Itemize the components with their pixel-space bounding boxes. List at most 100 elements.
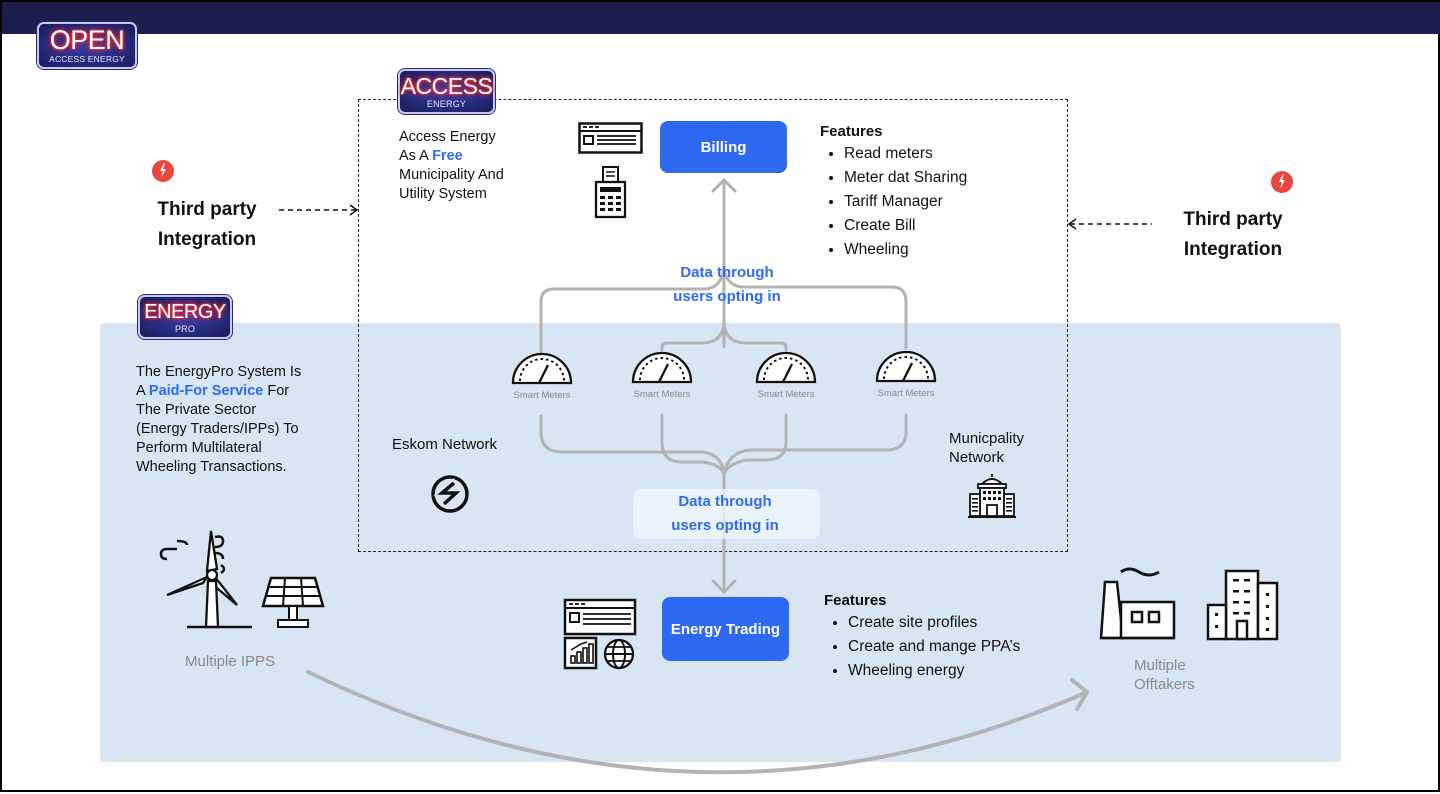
feature-item: Create and mange PPA’s (848, 635, 1064, 659)
logo-open-subtext: ACCESS ENERGY (49, 54, 125, 64)
smart-meter-label: Smart Meters (757, 389, 815, 400)
billing-button[interactable]: Billing (660, 121, 787, 173)
gauge-icon (511, 352, 573, 385)
feature-item: Wheeling energy (848, 659, 1064, 683)
offtakers-label-line: Multiple (1134, 657, 1186, 674)
third-party-right-arrowhead (1067, 218, 1077, 230)
access-energy-logo[interactable]: ACCESS ENERGY (398, 69, 495, 114)
open-access-energy-logo[interactable]: OPEN ACCESS ENERGY (37, 22, 137, 69)
desc-text: For (263, 383, 290, 399)
energy-trading-button[interactable]: Energy Trading (662, 597, 789, 661)
receipt-terminal-icon (594, 166, 627, 219)
feature-item: Read meters (844, 142, 1020, 166)
trading-features-title: Features (824, 592, 887, 609)
flow-label-line: users opting in (673, 288, 781, 305)
third-party-left-arrowhead (349, 204, 359, 216)
connector-meter-1-top (539, 268, 726, 354)
third-party-integration-left: Third party Integration (132, 195, 282, 255)
access-energy-boundary (358, 99, 1068, 552)
desc-line: The EnergyPro System Is (136, 364, 302, 380)
flow-label-line: Data through (678, 493, 772, 510)
third-party-line2: Integration (157, 229, 257, 250)
smart-meter-label: Smart Meters (633, 389, 691, 400)
connector-meter-1-bottom (539, 414, 726, 476)
desc-text: As A (399, 148, 433, 164)
desc-line: (Energy Traders/IPPs) To (136, 421, 299, 437)
logo-access-subtext: ENERGY (426, 99, 467, 109)
municipality-label-line: Municpality (949, 430, 1025, 447)
trading-features-list: Create site profiles Create and mange PP… (824, 611, 1064, 683)
flow-label-bottom: Data through users opting in (640, 490, 810, 538)
connector-meter-3-bottom (722, 413, 788, 476)
eskom-network-label: Eskom Network (392, 436, 498, 453)
desc-line: Access Energy (399, 129, 496, 145)
smart-meter-label: Smart Meters (877, 388, 935, 399)
municipality-label-line: Network (949, 449, 1005, 466)
trading-arrow-head (711, 579, 737, 595)
logo-energy-text: ENERGY (144, 301, 226, 323)
connector-meter-4-bottom (722, 413, 908, 476)
flow-label-bottom-box (633, 489, 820, 539)
energy-pro-logo[interactable]: ENERGY PRO (138, 295, 232, 339)
flow-label-line: Data through (680, 264, 774, 281)
feature-item: Create site profiles (848, 611, 1064, 635)
smart-meter-4[interactable]: Smart Meters (866, 349, 946, 399)
ipps-to-offtakers-arrow (306, 670, 1089, 775)
paid-for-service-highlight: Paid-For Service (148, 383, 264, 399)
feature-item: Meter dat Sharing (844, 166, 1020, 190)
logo-access-text: ACCESS (400, 73, 493, 99)
feature-item: Tariff Manager (844, 190, 1020, 214)
smart-meter-3[interactable]: Smart Meters (746, 350, 826, 400)
office-building-icon (1206, 569, 1279, 641)
desc-line: Perform Multilateral (136, 440, 262, 456)
access-energy-description: Access Energy As A Free Municipality And… (399, 128, 549, 204)
header-bar (2, 2, 1440, 34)
eskom-logo-icon (431, 475, 469, 513)
municipality-building-icon (968, 474, 1016, 518)
smart-meter-label: Smart Meters (513, 390, 571, 401)
ipps-to-offtakers-arrowhead (1070, 678, 1089, 711)
billing-features-list: Read meters Meter dat Sharing Tariff Man… (820, 142, 1020, 262)
multiple-ipps-label: Multiple IPPS (185, 653, 276, 670)
desc-line: Wheeling Transactions. (136, 459, 287, 475)
feature-item: Create Bill (844, 214, 1020, 238)
connector-meter-4-top (722, 268, 908, 350)
desc-text: A (136, 383, 149, 399)
third-party-line1: Third party (157, 199, 257, 220)
energy-pro-panel (100, 323, 1341, 762)
gauge-icon (875, 350, 937, 383)
flow-label-line: users opting in (671, 517, 779, 534)
billing-features-title: Features (820, 123, 883, 140)
third-party-line1: Third party (1183, 209, 1283, 230)
third-party-integration-right: Third party Integration (1158, 205, 1308, 265)
solar-panel-icon (261, 576, 325, 628)
desc-line: The Private Sector (136, 402, 257, 418)
trading-features: Features Create site profiles Create and… (824, 592, 1064, 683)
lightning-icon (1271, 171, 1293, 193)
billing-features: Features Read meters Meter dat Sharing T… (820, 123, 1020, 262)
lightning-icon (152, 160, 174, 182)
municipality-network-label: Municpality Network (949, 429, 1024, 467)
logo-open-text: OPEN (49, 25, 125, 55)
desc-line: As A Free (399, 147, 549, 166)
connector-meter-3-top (722, 322, 788, 352)
desc-line: A Paid-For Service For (136, 382, 336, 401)
offtakers-label-line: Offtakers (1134, 676, 1195, 693)
gauge-icon (755, 351, 817, 384)
smart-meter-1[interactable]: Smart Meters (502, 351, 582, 401)
smart-meter-2[interactable]: Smart Meters (622, 350, 702, 400)
factory-icon (1099, 567, 1176, 640)
desc-line: Municipality And (399, 167, 504, 183)
free-highlight: Free (432, 148, 463, 164)
connector-meter-2-top (660, 322, 726, 352)
multiple-offtakers-label: Multiple Offtakers (1134, 656, 1195, 694)
feature-item: Wheeling (844, 238, 1020, 262)
trading-dashboard-icon (563, 598, 637, 670)
invoice-window-icon (578, 122, 643, 154)
logo-pro-subtext: PRO (174, 324, 196, 334)
gauge-icon (631, 351, 693, 384)
connector-meter-2-bottom (660, 413, 726, 476)
flow-label-top: Data through users opting in (642, 261, 812, 309)
desc-line: Utility System (399, 186, 487, 202)
